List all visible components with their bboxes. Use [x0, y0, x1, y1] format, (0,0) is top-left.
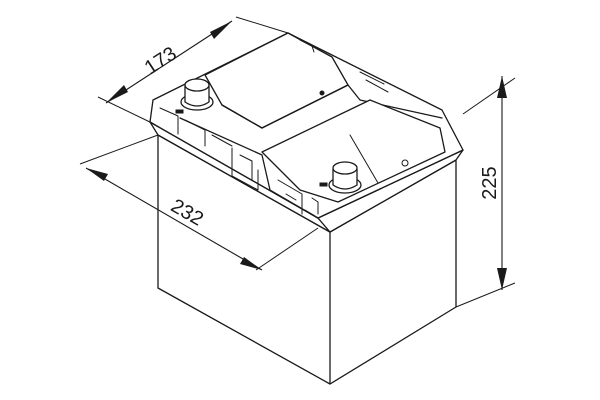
- terminal-right-top: [332, 161, 358, 175]
- lid-top-ribs: [299, 39, 389, 93]
- lid-strip-front: [179, 117, 319, 219]
- height-arrow-top: [497, 76, 507, 98]
- length-extension-left: [79, 134, 159, 165]
- lid-corner-detail: [304, 197, 319, 217]
- vent-hole-back: [319, 90, 325, 96]
- depth-extension-left: [97, 96, 155, 125]
- lid-front-plate: [261, 99, 446, 203]
- lid-front-ribs: [277, 179, 303, 215]
- height-arrow-bottom: [497, 268, 507, 290]
- depth-dimension-line: [105, 20, 233, 104]
- height-extension-bottom: [455, 282, 516, 308]
- marker-left: [175, 109, 184, 114]
- length-arrow-end: [240, 257, 262, 270]
- height-label: 225: [479, 166, 501, 199]
- length-extension-right: [255, 227, 319, 271]
- vent-hole-front: [401, 159, 409, 167]
- lid-side-latch: [231, 147, 259, 191]
- depth-extension-right: [235, 16, 289, 34]
- height-extension-top: [462, 77, 516, 115]
- lid-strip-back: [221, 84, 443, 129]
- dimension-height: 225: [455, 76, 516, 308]
- terminal-negative: [328, 161, 362, 194]
- length-dimension-line: [85, 167, 263, 271]
- depth-arrow-end: [210, 21, 232, 39]
- depth-label: 173: [141, 43, 181, 80]
- terminal-left-top: [184, 78, 210, 92]
- marker-right: [319, 182, 328, 187]
- length-arrow-start: [86, 168, 108, 181]
- depth-arrow-start: [106, 85, 128, 103]
- terminal-positive: [180, 78, 214, 111]
- lid-left-ribs: [159, 107, 233, 147]
- terminal-markers: [175, 109, 328, 187]
- plate-divider: [349, 134, 379, 184]
- battery-lid-top: [149, 32, 464, 219]
